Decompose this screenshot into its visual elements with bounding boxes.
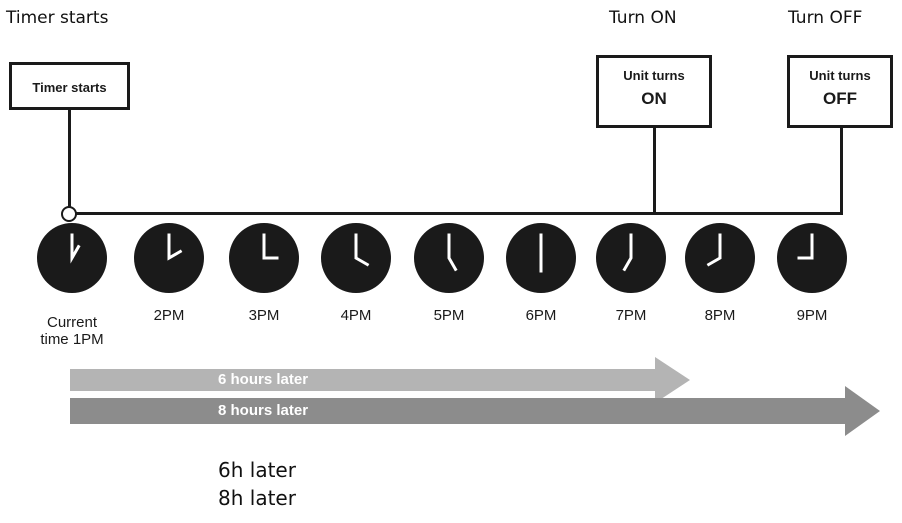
clock-label-4pm: 4PM: [340, 307, 372, 324]
arrow-6-hours: [70, 357, 690, 403]
clock-hands: [797, 233, 814, 260]
timer-start-connector: [68, 110, 71, 208]
bottom-text-8h: 8h later: [218, 486, 296, 510]
timer-starts-box: Timer starts: [9, 62, 130, 110]
clock-9pm: [777, 223, 847, 293]
unit-off-line2: OFF: [823, 89, 857, 108]
unit-off-line1: Unit turns: [809, 68, 871, 83]
clock-label-6pm: 6PM: [525, 307, 557, 324]
arrow-8-hours: [70, 386, 880, 436]
clock-label-2pm: 2PM: [153, 307, 185, 324]
top-label-timer-starts: Timer starts: [6, 8, 109, 28]
clock-5pm: [414, 223, 484, 293]
turn-on-connector: [653, 128, 656, 213]
clock-2pm: [134, 223, 204, 293]
timeline: [74, 212, 843, 215]
clock-label-7pm: 7PM: [615, 307, 647, 324]
unit-turns-off-box: Unit turns OFF: [787, 55, 893, 128]
top-label-turn-off: Turn OFF: [788, 8, 863, 28]
unit-on-line2: ON: [641, 89, 667, 108]
top-label-turn-on: Turn ON: [609, 8, 677, 28]
bottom-text-6h: 6h later: [218, 458, 296, 482]
timeline-start-marker: [61, 206, 77, 222]
clock-hands: [262, 233, 279, 260]
clock-3pm: [229, 223, 299, 293]
clock-8pm: [685, 223, 755, 293]
clock-hands: [706, 233, 722, 267]
clock-hands: [354, 233, 370, 267]
clock-label-3pm: 3PM: [248, 307, 280, 324]
clock-hands: [167, 233, 183, 261]
clock-hands: [70, 233, 81, 264]
turn-off-connector: [840, 128, 843, 213]
clock-label-8pm: 8PM: [704, 307, 736, 324]
clock-4pm: [321, 223, 391, 293]
clock-7pm: [596, 223, 666, 293]
timer-starts-box-text: Timer starts: [32, 80, 107, 95]
clock-label-9pm: 9PM: [796, 307, 828, 324]
unit-on-line1: Unit turns: [623, 68, 685, 83]
unit-turns-on-box: Unit turns ON: [596, 55, 712, 128]
arrow-6-hours-label: 6 hours later: [218, 371, 309, 388]
clock-1pm: [37, 223, 107, 293]
clock-hands: [447, 233, 458, 272]
clock-label-5pm: 5PM: [433, 307, 465, 324]
arrow-8-hours-label: 8 hours later: [218, 402, 309, 419]
clock-6pm: [506, 223, 576, 293]
clock-hands: [622, 233, 633, 272]
clock-label-1pm: Current time 1PM: [40, 314, 104, 348]
